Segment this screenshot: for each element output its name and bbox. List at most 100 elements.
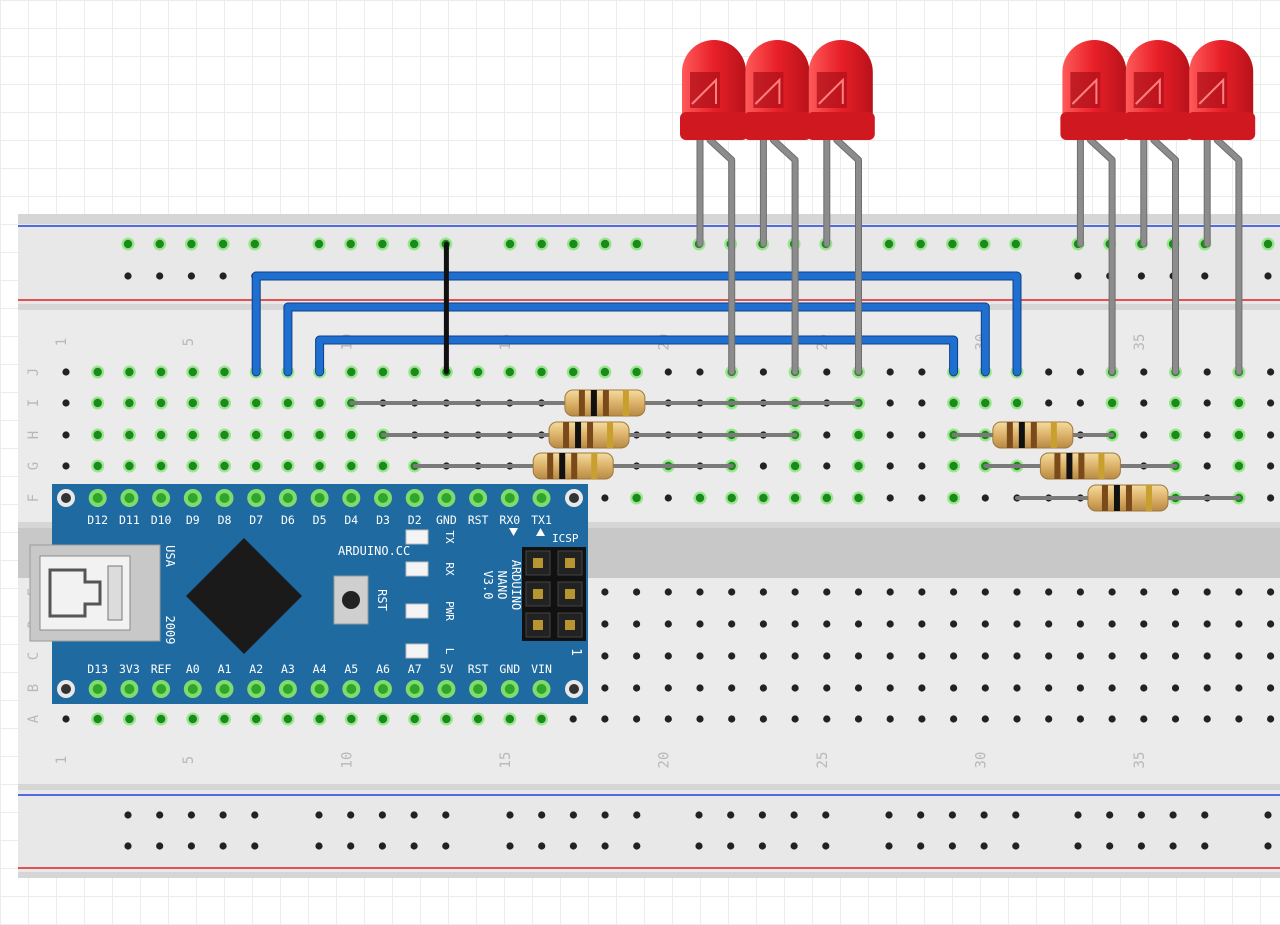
nano-pin-label: D12 bbox=[87, 513, 108, 527]
connected-hole bbox=[600, 367, 610, 377]
connected-hole bbox=[125, 398, 134, 408]
connected-hole bbox=[378, 367, 388, 377]
column-number-label: 30 bbox=[973, 752, 989, 769]
breadboard-hole bbox=[1140, 684, 1148, 692]
connected-hole bbox=[187, 239, 196, 249]
breadboard-hole bbox=[886, 462, 894, 470]
breadboard-hole bbox=[1267, 399, 1275, 407]
connected-hole bbox=[188, 367, 197, 377]
resistor-band bbox=[587, 422, 594, 448]
breadboard-hole bbox=[918, 462, 926, 470]
nano-pin-label: D9 bbox=[186, 513, 200, 527]
connected-hole bbox=[569, 239, 578, 249]
breadboard-hole bbox=[187, 842, 195, 850]
breadboard-hole bbox=[62, 715, 70, 723]
breadboard-hole bbox=[1169, 811, 1177, 819]
nano-pin bbox=[124, 684, 135, 694]
nano-pin bbox=[504, 684, 515, 694]
connected-hole bbox=[347, 461, 356, 471]
connected-hole bbox=[250, 239, 259, 249]
breadboard-hole bbox=[854, 652, 863, 660]
nano-pin bbox=[473, 684, 484, 694]
breadboard-hole bbox=[1267, 588, 1275, 596]
mounting-hole-center bbox=[61, 684, 71, 694]
column-number-label: 20 bbox=[656, 752, 672, 769]
resistor-band bbox=[1125, 485, 1132, 511]
nano-pin-label: A1 bbox=[218, 662, 232, 676]
usa-label: USA bbox=[163, 545, 177, 567]
model-label-line3: V3.0 bbox=[481, 571, 495, 600]
nano-pin-label: A3 bbox=[281, 662, 295, 676]
breadboard-hole bbox=[601, 811, 609, 819]
breadboard-hole bbox=[1045, 399, 1053, 407]
breadboard-hole bbox=[759, 684, 768, 692]
nano-pin-label: GND bbox=[499, 662, 520, 676]
breadboard-hole bbox=[1045, 652, 1053, 660]
connected-hole bbox=[378, 239, 387, 249]
breadboard-hole bbox=[538, 811, 546, 819]
model-label-line1: ARDUINO bbox=[509, 560, 523, 611]
breadboard-hole bbox=[1267, 620, 1275, 628]
breadboard-hole bbox=[1171, 588, 1180, 596]
breadboard-hole bbox=[1076, 368, 1084, 376]
breadboard-hole bbox=[790, 811, 798, 819]
connected-hole bbox=[125, 461, 134, 471]
nano-pin-label: REF bbox=[151, 662, 172, 676]
nano-pin-label: A5 bbox=[344, 662, 358, 676]
nano-pin bbox=[156, 684, 167, 694]
breadboard-hole bbox=[664, 715, 672, 723]
breadboard-hole bbox=[410, 811, 418, 819]
breadboard-hole bbox=[1140, 620, 1148, 628]
connected-hole bbox=[315, 714, 324, 724]
resistor-band bbox=[547, 453, 554, 479]
breadboard-hole bbox=[1203, 431, 1211, 439]
breadboard-hole bbox=[823, 368, 831, 376]
breadboard-hole bbox=[664, 684, 672, 692]
breadboard-hole bbox=[633, 620, 641, 628]
breadboard-hole bbox=[1267, 715, 1275, 723]
resistor-band bbox=[575, 422, 582, 448]
connected-hole bbox=[949, 398, 958, 408]
connected-hole bbox=[125, 367, 134, 377]
connected-hole bbox=[218, 239, 228, 249]
resistor-band bbox=[1050, 422, 1057, 448]
nano-pin bbox=[441, 493, 452, 503]
breadboard-hole bbox=[62, 368, 70, 376]
breadboard-hole bbox=[538, 842, 546, 850]
leds bbox=[680, 40, 1256, 140]
breadboard-hole bbox=[1171, 652, 1180, 660]
connected-hole bbox=[981, 398, 990, 408]
resistor-band bbox=[1145, 485, 1152, 511]
nano-pin bbox=[187, 684, 198, 694]
connected-hole bbox=[410, 714, 419, 724]
breadboard-hole bbox=[1203, 715, 1211, 723]
breadboard-hole bbox=[601, 842, 609, 850]
led-filament bbox=[1135, 77, 1161, 105]
reset-button-cap[interactable] bbox=[342, 591, 360, 609]
breadboard-hole bbox=[664, 494, 672, 502]
connected-hole bbox=[600, 239, 610, 249]
breadboard-hole bbox=[728, 652, 736, 660]
connected-hole bbox=[188, 461, 197, 471]
nano-pin bbox=[282, 493, 293, 503]
resistor-band bbox=[1101, 485, 1108, 511]
l-label: L bbox=[443, 648, 456, 655]
breadboard-hole bbox=[886, 399, 894, 407]
breadboard-hole bbox=[727, 842, 735, 850]
connected-hole bbox=[347, 367, 356, 377]
nano-pin-label: A7 bbox=[408, 662, 422, 676]
l-led bbox=[405, 643, 429, 659]
breadboard-hole bbox=[1045, 588, 1053, 596]
breadboard-hole bbox=[854, 620, 863, 628]
breadboard-hole bbox=[728, 588, 736, 596]
led-filament bbox=[691, 77, 717, 105]
breadboard-hole bbox=[633, 715, 641, 723]
connected-hole bbox=[727, 493, 736, 503]
resistor-band bbox=[1066, 453, 1073, 479]
breadboard-hole bbox=[156, 272, 164, 280]
connected-hole bbox=[695, 493, 705, 503]
breadboard-hole bbox=[1264, 272, 1272, 280]
connected-hole bbox=[884, 239, 894, 249]
nano-pin-label: RX0 bbox=[499, 513, 520, 527]
row-label: B bbox=[26, 684, 42, 692]
